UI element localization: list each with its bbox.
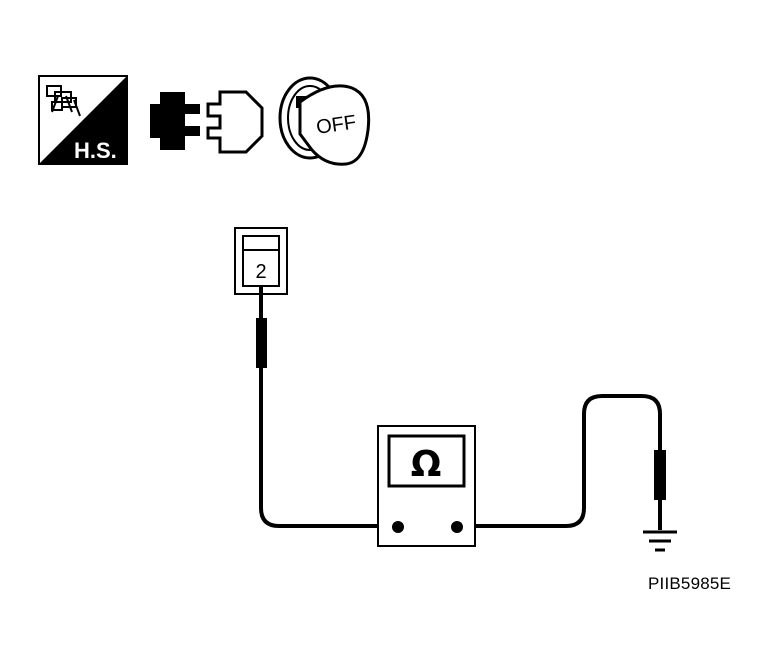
hs-label: H.S.: [74, 138, 117, 163]
ignition-key-off-icon: OFF: [278, 76, 371, 166]
ohmmeter: Ω: [377, 425, 476, 547]
ohm-symbol: Ω: [411, 444, 442, 485]
reference-code: PIIB5985E: [648, 574, 732, 593]
right-probe-tip: [654, 450, 666, 500]
meter-terminal-left: [392, 521, 404, 533]
harness-sensor-icon: H.S.: [38, 75, 128, 165]
connector-box: 2: [234, 227, 288, 295]
connector-disconnect-icon: [150, 90, 264, 154]
right-probe-lead: [458, 394, 662, 530]
terminal-number: 2: [255, 261, 266, 283]
ground-icon: [643, 530, 677, 552]
left-probe-tip: [256, 318, 267, 368]
left-probe-lead: [259, 286, 398, 528]
meter-terminal-right: [451, 521, 463, 533]
